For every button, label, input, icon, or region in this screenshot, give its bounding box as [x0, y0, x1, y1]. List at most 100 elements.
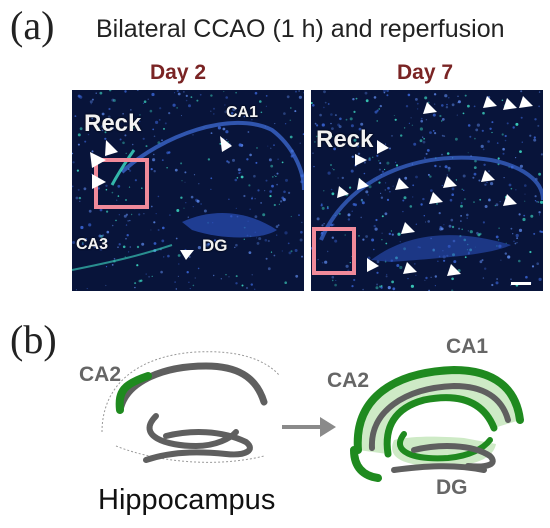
fluorescence-speckle [386, 90, 389, 93]
fluorescence-speckle [99, 247, 103, 251]
fluorescence-speckle [474, 159, 477, 163]
fluorescence-speckle [403, 127, 406, 129]
fluorescence-speckle [368, 157, 371, 160]
fluorescence-speckle [441, 153, 443, 156]
fluorescence-speckle [107, 115, 111, 119]
fluorescence-speckle [416, 102, 419, 105]
fluorescence-speckle [473, 105, 476, 108]
fluorescence-speckle [380, 284, 383, 287]
fluorescence-speckle [482, 277, 485, 279]
fluorescence-speckle [427, 173, 430, 176]
fluorescence-speckle [537, 201, 540, 203]
fluorescence-speckle [363, 172, 366, 175]
fluorescence-speckle [314, 122, 317, 125]
fluorescence-speckle [285, 178, 288, 182]
fluorescence-speckle [152, 128, 155, 131]
fluorescence-speckle [265, 105, 267, 107]
fluorescence-speckle [368, 185, 372, 189]
fluorescence-speckle [484, 183, 487, 186]
fluorescence-speckle [117, 184, 121, 188]
fluorescence-speckle [162, 226, 165, 230]
fluorescence-speckle [311, 102, 313, 104]
fluorescence-speckle [153, 242, 157, 245]
fluorescence-speckle [138, 279, 142, 283]
fluorescence-speckle [450, 218, 454, 222]
fluorescence-speckle [420, 117, 423, 120]
fluorescence-speckle [351, 210, 353, 212]
fluorescence-speckle [441, 184, 443, 187]
fluorescence-speckle [194, 277, 196, 279]
fluorescence-speckle [116, 199, 118, 201]
fluorescence-speckle [90, 103, 92, 105]
fluorescence-speckle [386, 198, 390, 201]
fluorescence-speckle [491, 121, 494, 124]
fluorescence-speckle [150, 168, 153, 171]
fluorescence-speckle [93, 245, 97, 249]
fluorescence-speckle [419, 139, 423, 143]
fluorescence-speckle [496, 278, 498, 280]
fluorescence-speckle [385, 275, 388, 278]
fluorescence-speckle [177, 254, 181, 257]
fluorescence-speckle [198, 183, 200, 185]
fluorescence-speckle [207, 158, 211, 161]
fluorescence-speckle [400, 134, 403, 137]
fluorescence-speckle [153, 153, 155, 156]
fluorescence-speckle [331, 279, 334, 282]
fluorescence-speckle [79, 200, 81, 202]
fluorescence-speckle [219, 143, 222, 145]
fluorescence-speckle [220, 278, 222, 280]
fluorescence-speckle [78, 196, 82, 200]
fluorescence-speckle [142, 102, 145, 104]
fluorescence-speckle [378, 108, 380, 110]
fluorescence-speckle [176, 107, 178, 109]
fluorescence-speckle [115, 219, 117, 222]
fluorescence-speckle [529, 250, 532, 254]
fluorescence-speckle [225, 138, 228, 141]
right-dg-label: DG [436, 476, 468, 499]
fluorescence-speckle [258, 237, 262, 241]
fluorescence-speckle [188, 281, 190, 283]
fluorescence-speckle [276, 183, 278, 186]
fluorescence-speckle [381, 239, 383, 241]
fluorescence-speckle [225, 274, 227, 276]
fluorescence-speckle [164, 122, 167, 125]
fluorescence-speckle [399, 265, 403, 270]
fluorescence-speckle [384, 212, 388, 216]
fluorescence-speckle [412, 184, 415, 187]
fluorescence-speckle [101, 125, 105, 128]
fluorescence-speckle [375, 218, 378, 222]
fluorescence-speckle [88, 223, 92, 227]
fluorescence-speckle [136, 90, 139, 91]
fluorescence-speckle [157, 195, 160, 198]
fluorescence-speckle [463, 198, 466, 201]
fluorescence-speckle [456, 114, 458, 116]
fluorescence-speckle [391, 280, 394, 284]
fluorescence-speckle [130, 213, 133, 216]
fluorescence-speckle [357, 152, 361, 155]
fluorescence-speckle [393, 115, 395, 116]
fluorescence-speckle [331, 236, 334, 239]
left-ca2-highlight [115, 372, 152, 414]
fluorescence-speckle [228, 198, 230, 201]
fluorescence-speckle [129, 169, 132, 172]
fluorescence-speckle [276, 234, 278, 236]
fluorescence-speckle [441, 134, 444, 137]
day7-micrograph-drawing [311, 90, 543, 291]
fluorescence-speckle [108, 107, 111, 111]
fluorescence-speckle [213, 239, 217, 242]
fluorescence-speckle [273, 144, 275, 146]
hippocampus-expression-schematic [350, 365, 524, 482]
fluorescence-speckle [240, 110, 243, 114]
fluorescence-speckle [488, 170, 490, 172]
fluorescence-speckle [288, 191, 291, 194]
fluorescence-speckle [321, 206, 325, 210]
fluorescence-speckle [301, 255, 303, 258]
fluorescence-speckle [384, 143, 387, 145]
fluorescence-speckle [234, 246, 236, 249]
fluorescence-speckle [372, 156, 374, 158]
fluorescence-speckle [265, 257, 268, 260]
fluorescence-speckle [360, 122, 364, 126]
fluorescence-speckle [373, 248, 375, 251]
fluorescence-speckle [317, 258, 319, 261]
fluorescence-speckle [443, 135, 446, 137]
